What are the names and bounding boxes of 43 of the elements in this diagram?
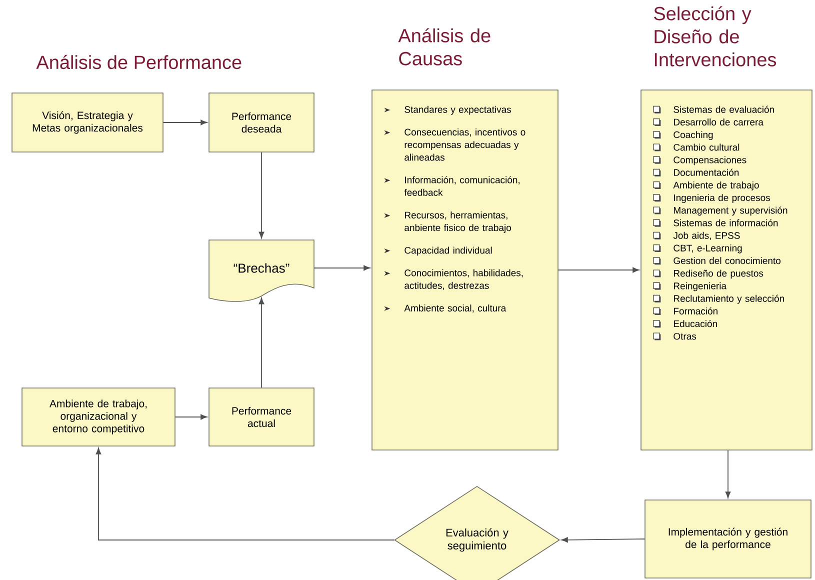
list-item: Ambiente social, cultura	[404, 304, 506, 313]
process-box: Visión, Estrategia y Metas organizacionales	[12, 92, 164, 152]
section-heading: Análisis de Performance	[36, 54, 242, 70]
arrow	[96, 448, 395, 540]
column-heading: Selección y Diseño de Intervenciones	[654, 6, 776, 66]
list-item: Capacidad individual	[404, 246, 492, 256]
list-item: Otras	[674, 332, 696, 340]
list-item: Sistemas de información	[674, 219, 778, 226]
arrow	[258, 152, 264, 238]
process-box: Implementación y gestión de la performance	[644, 500, 812, 578]
list-item: Documentación	[674, 168, 739, 176]
list-item: Compensaciones	[674, 156, 746, 166]
list-item: Sistemas de evaluación	[674, 106, 774, 113]
list-item: Recursos, herramientas, anbiente fisico de trabajo	[404, 212, 511, 233]
list-item: Conocimientos, habilidades, actitudes, destrezas	[404, 269, 523, 290]
list-item: CBT, e-Learning	[674, 244, 742, 254]
list-item: Formación	[674, 307, 718, 314]
arrow	[725, 450, 731, 498]
arrow	[314, 265, 370, 271]
list-item: Gestion del conocimiento	[674, 257, 780, 264]
list-item: Management y supervisión	[674, 206, 788, 216]
arrow	[174, 414, 208, 420]
list-item: Standares y expectativas	[404, 106, 512, 115]
process-box: Performance actual	[208, 388, 314, 446]
list-item: Reclutamiento y selección	[674, 294, 784, 304]
list-item: Desarrollo de carrera	[674, 118, 764, 126]
list-item: Job aids, EPSS	[673, 232, 740, 240]
column-heading: Análisis de Causas	[398, 28, 490, 66]
list-item: Ambiente de trabajo	[673, 182, 759, 190]
list-item: Consecuencias, incentivos o recompensas adecuadas y alineadas	[404, 128, 526, 161]
arrow	[258, 298, 264, 388]
list-item: Cambio cultural	[674, 144, 740, 151]
list-item: Ingenieria de procesos	[674, 194, 770, 203]
list-item: Rediseño de puestos	[674, 270, 764, 279]
list-item: Información, comunicación, feedback	[404, 176, 520, 196]
arrow	[561, 537, 646, 543]
arrow	[558, 267, 640, 273]
process-box: Ambiente de trabajo, organizacional y entorno competitivo	[22, 388, 176, 446]
arrow	[162, 120, 208, 126]
process-box: Performance deseada	[208, 92, 314, 152]
list-item: Coaching	[674, 131, 713, 140]
list-item: Educación	[674, 320, 717, 328]
list-item: Reingenieria	[674, 282, 727, 292]
